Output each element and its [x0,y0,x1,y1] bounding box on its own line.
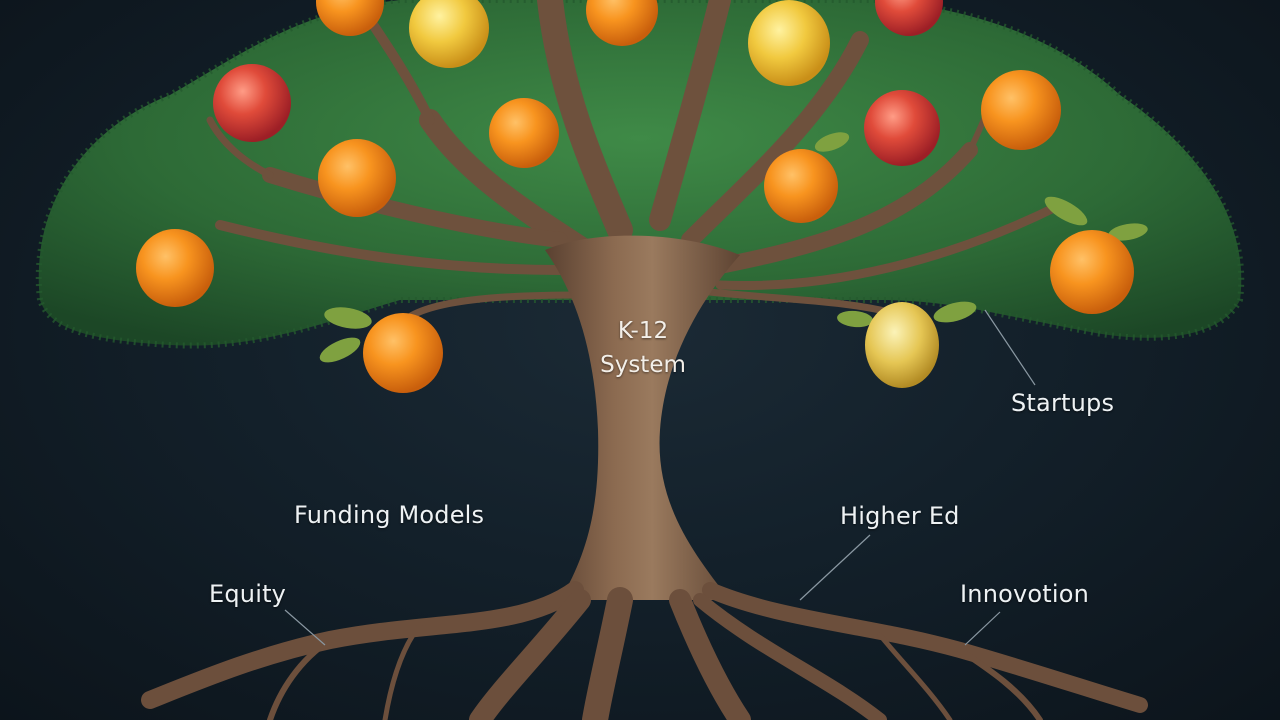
trunk-label-line1: K-12 [617,318,669,344]
innovation-leader-line [964,611,1001,646]
orange-fruit [1050,230,1134,314]
fruits [136,0,1134,393]
tree-trunk [545,235,740,600]
pear-fruit [865,302,939,388]
equity-leader-line [284,609,326,646]
red-fruit [864,90,940,166]
trunk-label: K-12 System [573,314,713,382]
orange-fruit [764,149,838,223]
equity-label: Equity [209,580,287,608]
orange-fruit [489,98,559,168]
leaves [319,132,1148,363]
pear-fruit [748,0,830,86]
red-fruit [875,0,943,36]
foliage-canopy [35,0,1245,349]
red-apple-fruit [213,64,291,142]
higher-ed-label: Higher Ed [840,502,960,530]
orange-fruit [316,0,384,36]
tree-roots [141,581,1148,720]
startups-leader-line [984,309,1036,386]
orange-fruit [363,313,443,393]
orange-fruit [981,70,1061,150]
startups-label: Startups [1011,389,1115,417]
leader-lines [284,309,1036,646]
innovation-label: Innovotion [960,580,1090,608]
higher-ed-leader-line [799,534,871,601]
orange-fruit [136,229,214,307]
funding-models-label: Funding Models [294,501,485,529]
trunk-label-line2: System [600,352,686,378]
orange-fruit [318,139,396,217]
yellow-fruit [409,0,489,68]
orange-fruit [586,0,658,46]
